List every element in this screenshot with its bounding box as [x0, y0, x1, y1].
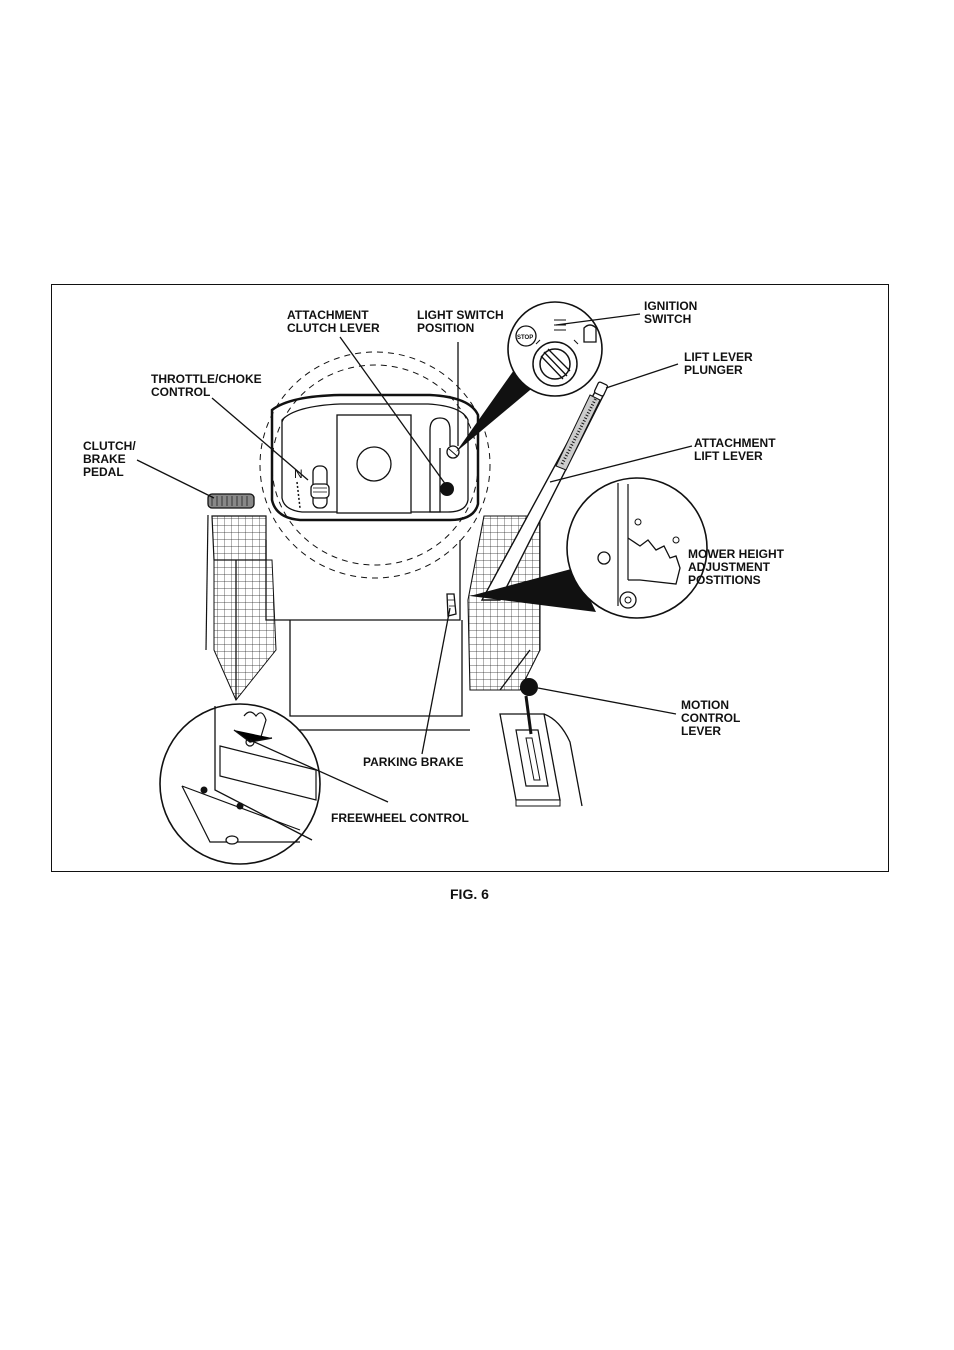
label-ignition-switch: IGNITION SWITCH — [644, 300, 697, 326]
freewheel-callout — [160, 704, 320, 864]
label-parking-brake: PARKING BRAKE — [363, 756, 463, 769]
label-light-switch-position: LIGHT SWITCH POSITION — [417, 309, 504, 335]
clutch-brake-pedal — [208, 494, 254, 508]
label-clutch-brake-pedal: CLUTCH/ BRAKE PEDAL — [83, 440, 136, 479]
leader-clutch-brake — [137, 460, 214, 498]
label-attachment-clutch-lever: ATTACHMENT CLUTCH LEVER — [287, 309, 380, 335]
leader-lift-plunger — [606, 364, 678, 388]
motion-control-lever — [500, 678, 582, 806]
leader-parking-brake — [422, 608, 450, 754]
parking-brake-handle — [447, 594, 456, 616]
label-motion-control-lever: MOTION CONTROL LEVER — [681, 699, 740, 738]
label-throttle-choke-control: THROTTLE/CHOKE CONTROL — [151, 373, 262, 399]
ignition-stop-label: STOP — [517, 335, 533, 341]
label-attachment-lift-lever: ATTACHMENT LIFT LEVER — [694, 437, 776, 463]
dashboard — [272, 395, 478, 520]
leader-motion-control — [538, 688, 676, 714]
label-freewheel-control: FREEWHEEL CONTROL — [331, 812, 469, 825]
figure-caption: FIG. 6 — [450, 886, 489, 902]
label-lift-lever-plunger: LIFT LEVER PLUNGER — [684, 351, 753, 377]
label-mower-height-adjustment: MOWER HEIGHT ADJUSTMENT POSTITIONS — [688, 548, 784, 587]
